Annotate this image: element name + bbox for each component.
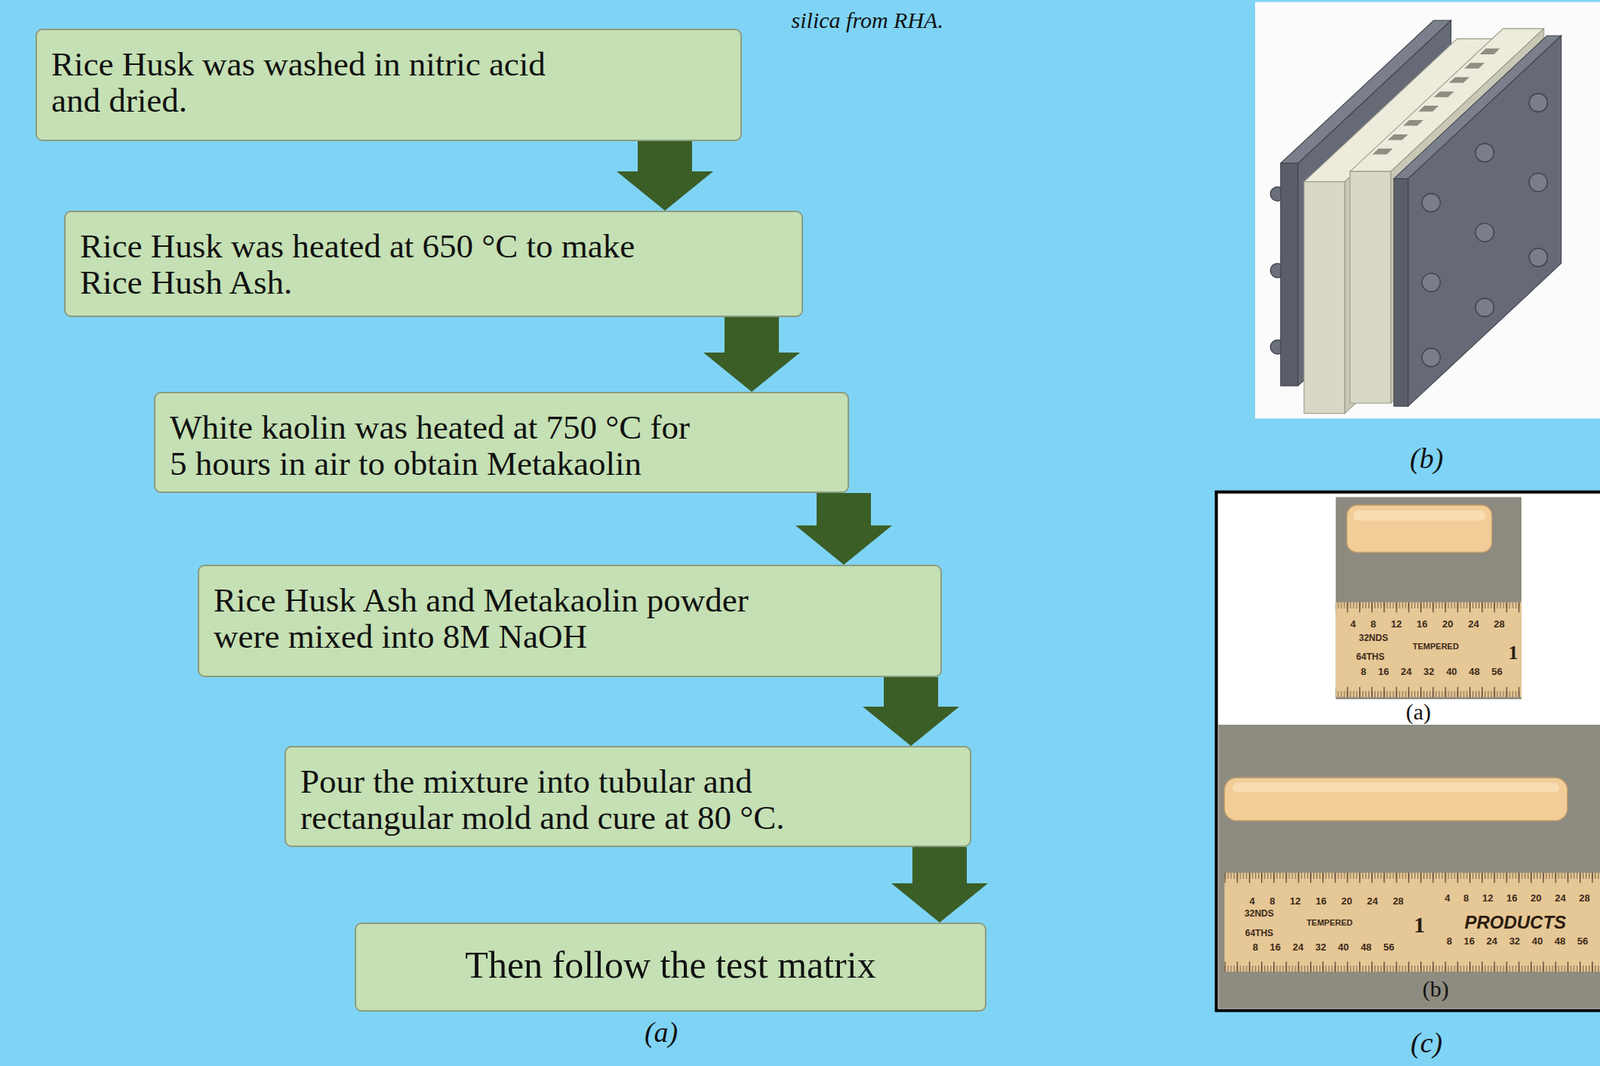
mold-slot — [1464, 62, 1485, 69]
block-arrow — [891, 846, 988, 923]
bolt — [1529, 248, 1548, 267]
block-arrow — [795, 492, 893, 565]
ruler-marking: 64THS — [1245, 929, 1274, 939]
photo-label: (a) — [1406, 698, 1431, 724]
ruler — [1224, 872, 1600, 972]
tube-highlight — [1353, 510, 1487, 521]
bolt — [1529, 172, 1548, 191]
photo-background — [1335, 496, 1522, 699]
box-text: Rice Husk was washed in nitric acid and … — [51, 46, 580, 119]
mold-slot — [1403, 120, 1424, 127]
block-arrow — [616, 141, 714, 211]
ruler-marking: 1 — [1413, 910, 1425, 936]
ruler-marking: 1 — [1508, 642, 1519, 665]
ruler-marking: 8 16 24 32 40 48 56 — [1446, 935, 1589, 946]
box-text: Rice Husk Ash and Metakaolin powder were… — [213, 582, 788, 655]
ruler-ticks — [1335, 602, 1522, 613]
panel-label: (a) — [644, 1016, 678, 1049]
bolt — [1529, 93, 1548, 112]
mold-slot — [1479, 48, 1500, 55]
mold-slot — [1449, 76, 1470, 84]
panel-label: (c) — [1410, 1027, 1443, 1059]
ruler-marking: 4 8 12 16 20 24 28 — [1249, 895, 1404, 907]
bolt — [1421, 347, 1440, 367]
ruler-marking: 32NDS — [1244, 909, 1274, 920]
process-box: Pour the mixture into tubular and rectan… — [284, 745, 972, 847]
block-arrow — [703, 316, 800, 392]
box-text: Rice Husk was heated at 650 °C to make R… — [80, 228, 669, 301]
tube-sample — [1347, 504, 1493, 552]
block-arrow — [862, 676, 960, 746]
ruler-marking: 8 16 24 32 40 48 56 — [1360, 665, 1503, 677]
mold-block — [1304, 181, 1345, 414]
box-text: Pour the mixture into tubular and rectan… — [300, 763, 829, 836]
mold-slot — [1387, 134, 1409, 141]
photo-label: (b) — [1422, 975, 1450, 1000]
mold-slot — [1418, 105, 1439, 112]
ruler-ticks — [1224, 872, 1600, 884]
bolt — [1475, 223, 1494, 242]
ruler-marking: 32NDS — [1359, 633, 1389, 644]
process-box: White kaolin was heated at 750 °C for 5 … — [153, 391, 850, 493]
ruler-marking: TEMPERED — [1412, 641, 1459, 651]
ruler-marking: 4 8 12 16 20 24 28 — [1444, 892, 1590, 904]
box-text: Then follow the test matrix — [464, 944, 876, 985]
ruler-brand: PRODUCTS — [1464, 912, 1567, 933]
caption-fragment: silica from RHA. — [791, 6, 944, 32]
ruler-marking: TEMPERED — [1306, 917, 1353, 927]
photo-panel — [1216, 492, 1600, 1011]
figure-group — [1216, 2, 1600, 1011]
ruler — [1335, 602, 1522, 698]
end-plate — [1408, 35, 1562, 407]
mold-slot — [1433, 91, 1455, 98]
process-box: Rice Husk Ash and Metakaolin powder were… — [197, 564, 942, 677]
ruler-ticks — [1224, 961, 1600, 973]
process-box: Then follow the test matrix — [354, 922, 987, 1012]
mold-block — [1350, 171, 1391, 404]
bar-sample — [1224, 777, 1567, 821]
bolt — [1475, 298, 1494, 317]
figure-background — [1255, 2, 1600, 419]
box-text: White kaolin was heated at 750 °C for 5 … — [169, 409, 703, 482]
bolt — [1421, 193, 1440, 212]
process-box: Rice Husk was heated at 650 °C to make R… — [64, 210, 804, 317]
photo-background — [1218, 724, 1600, 1009]
ruler-marking: 8 16 24 32 40 48 56 — [1252, 941, 1395, 953]
end-plate — [1280, 163, 1299, 386]
panel-label: (b) — [1409, 443, 1444, 476]
ruler-marking: 4 8 12 16 20 24 28 — [1350, 618, 1505, 630]
bolt — [1475, 143, 1494, 162]
ruler-ticks — [1335, 686, 1522, 698]
ruler-marking: 64THS — [1356, 652, 1385, 662]
bolt — [1421, 273, 1440, 292]
process-box: Rice Husk was washed in nitric acid and … — [35, 28, 742, 142]
bar-highlight — [1232, 782, 1560, 792]
end-plate — [1393, 178, 1409, 407]
mold-slot — [1372, 148, 1393, 155]
